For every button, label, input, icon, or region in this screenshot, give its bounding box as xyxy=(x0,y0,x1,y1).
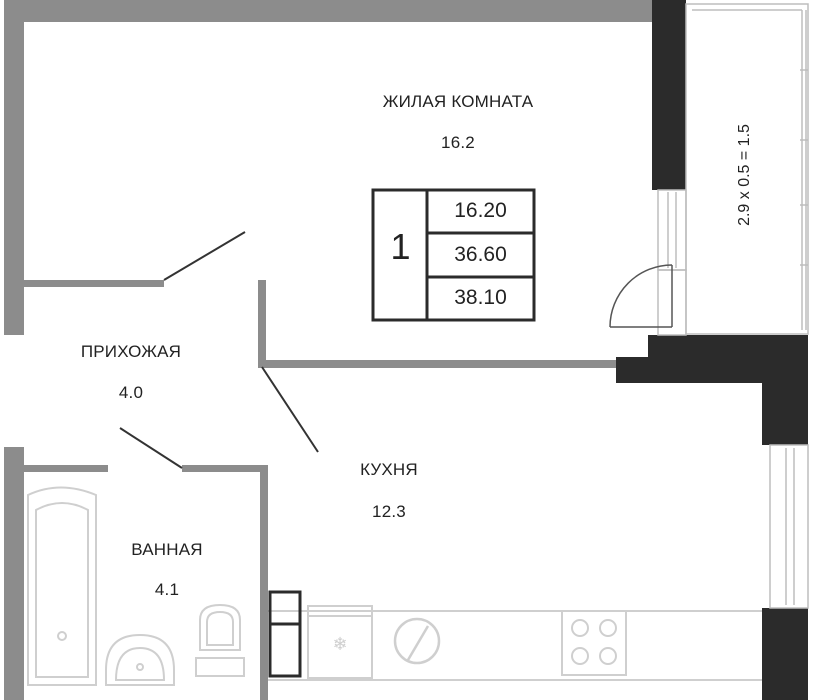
partition-vertical-kitchen xyxy=(258,280,266,360)
kitchen-window xyxy=(769,444,809,609)
wall-left-upper xyxy=(4,0,24,335)
snowflake-icon: ❄ xyxy=(332,634,347,655)
living-area-value: 16.20 xyxy=(454,199,507,222)
bathtub xyxy=(27,486,97,686)
stove xyxy=(561,610,627,676)
partition-bath-top-right xyxy=(182,465,268,472)
partition-bath-top-left xyxy=(24,465,108,472)
toilet xyxy=(195,603,245,677)
bath-area: 4.1 xyxy=(154,580,180,599)
living-room-name: ЖИЛАЯ КОМНАТА xyxy=(382,92,534,111)
partition-bath-right xyxy=(260,465,268,700)
pillar-right-upper xyxy=(652,0,686,190)
door-kitchen xyxy=(261,366,319,453)
bath-sink xyxy=(105,633,175,686)
bath-name: ВАННАЯ xyxy=(131,540,203,559)
rooms-count: 1 xyxy=(390,226,411,267)
kitchen-counter xyxy=(268,610,762,681)
hall-area: 4.0 xyxy=(118,383,144,402)
partition-living-kitchen xyxy=(258,360,616,368)
pillar-right-column xyxy=(762,335,808,445)
total-area-value: 36.60 xyxy=(454,243,507,266)
pillar-bottom-right xyxy=(762,608,808,700)
balcony-area-formula: 2.9 x 0.5 = 1.5 xyxy=(736,124,753,226)
partition-living-hall xyxy=(24,280,164,287)
door-living xyxy=(163,231,246,281)
hall-name: ПРИХОЖАЯ xyxy=(80,342,182,361)
door-swing-balcony xyxy=(609,264,673,328)
kitchen-area: 12.3 xyxy=(372,502,406,521)
fridge xyxy=(268,590,302,678)
summary-box xyxy=(371,188,536,322)
kitchen-name: КУХНЯ xyxy=(360,460,418,479)
kitchen-sink xyxy=(393,617,441,665)
appliance-box xyxy=(307,605,373,679)
wall-left-lower xyxy=(4,447,24,700)
wall-top xyxy=(4,0,654,22)
door-bath xyxy=(119,427,183,469)
living-room-area: 16.2 xyxy=(441,133,475,152)
balcony xyxy=(685,3,809,335)
total-with-balcony-value: 38.10 xyxy=(454,286,507,309)
pillar-notch xyxy=(616,357,652,383)
